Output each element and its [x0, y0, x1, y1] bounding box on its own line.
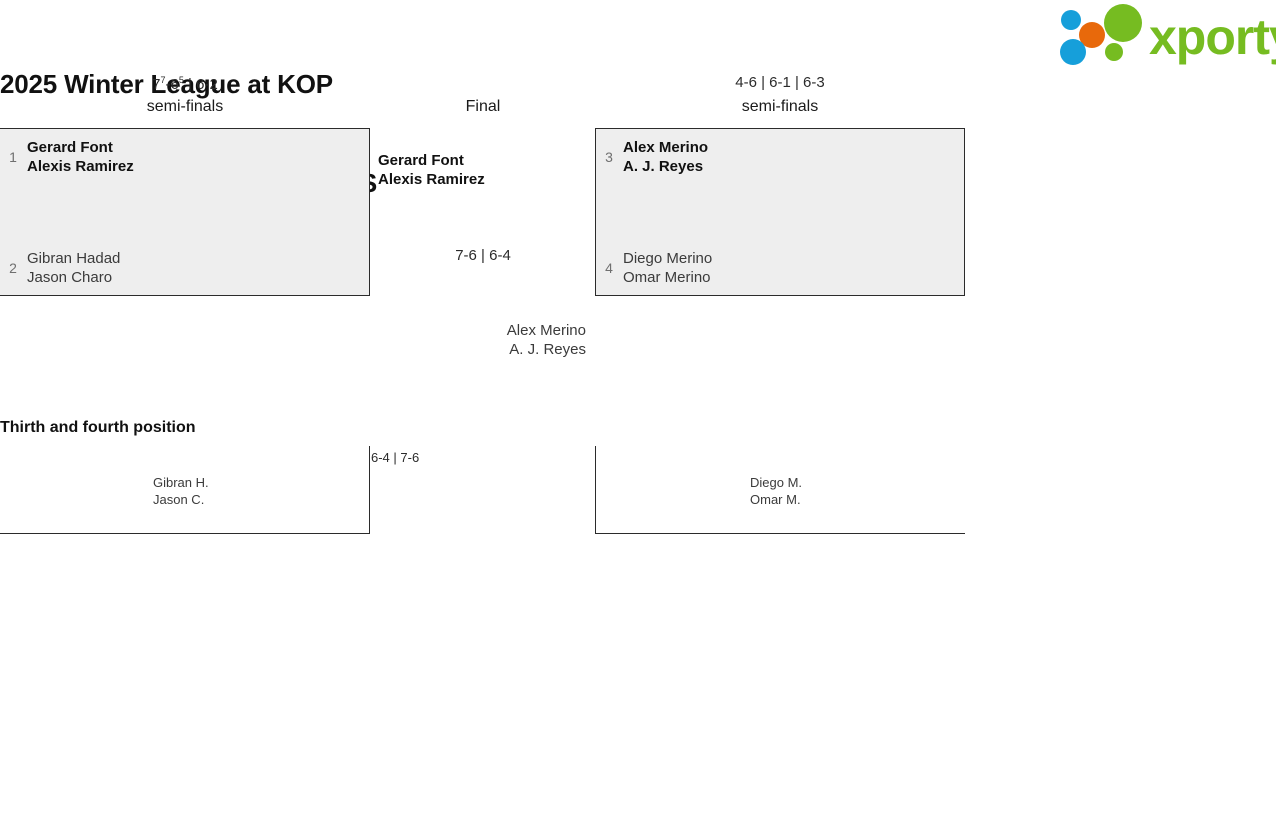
player-name: Alexis Ramirez [27, 158, 134, 175]
team-semifinal-right-loser[interactable]: 4 Diego Merino Omar Merino [604, 249, 712, 287]
seed-number: 1 [9, 149, 17, 165]
player-name: Jason C. [153, 492, 205, 507]
seed-number: 4 [605, 260, 613, 276]
round-header-final: Final [465, 98, 501, 115]
score-semifinal-left: 77-65 | 6-2 [0, 76, 370, 94]
third-place-section-title: Thirth and fourth position [0, 419, 196, 436]
score-set1-tiebreak-winner: 7 [160, 75, 166, 85]
match-semifinal-right[interactable]: 3 Alex Merino A. J. Reyes 4 Diego Merino… [595, 128, 965, 296]
score-set1-tiebreak-loser: 5 [178, 75, 184, 85]
team-final-runnerup[interactable]: Alex Merino A. J. Reyes [386, 321, 586, 359]
round-header-semifinal-left: semi-finals [146, 98, 224, 115]
team-names: Alex Merino A. J. Reyes [623, 138, 708, 176]
seed-number: 3 [605, 149, 613, 165]
team-names: Gerard Font Alexis Ramirez [27, 138, 134, 176]
team-third-place-left[interactable]: Gibran H. Jason C. [153, 474, 209, 508]
team-names: Diego Merino Omar Merino [623, 249, 712, 287]
score-third-place: 6-4 | 7-6 [371, 450, 420, 465]
tournament-name: 2025 Winter League at KOP [0, 69, 333, 99]
player-name: Alexis Ramirez [378, 171, 485, 188]
player-name: Gibran Hadad [27, 250, 121, 267]
logo-wordmark: xporty [1149, 9, 1276, 65]
team-final-winner[interactable]: Gerard Font Alexis Ramirez [378, 151, 485, 189]
team-third-place-right[interactable]: Diego M. Omar M. [750, 474, 802, 508]
player-name: Omar M. [750, 492, 801, 507]
seed-number: 2 [9, 260, 17, 276]
match-semifinal-left[interactable]: 1 Gerard Font Alexis Ramirez 2 Gibran Ha… [0, 128, 370, 296]
team-semifinal-left-winner[interactable]: 1 Gerard Font Alexis Ramirez [8, 138, 134, 176]
logo-dot-blue-small [1061, 10, 1081, 30]
score-final: 7-6 | 6-4 [455, 247, 511, 264]
player-name: Jason Charo [27, 269, 113, 286]
logo-dot-green-large [1104, 4, 1142, 42]
team-semifinal-left-loser[interactable]: 2 Gibran Hadad Jason Charo [8, 249, 120, 287]
player-name: Omar Merino [623, 269, 711, 286]
score-set1-games: 7 [152, 76, 161, 93]
score-set1-opponent: -6 [165, 76, 179, 93]
player-name: A. J. Reyes [623, 158, 704, 175]
player-name: Gerard Font [378, 152, 464, 169]
logo-dot-blue-large [1060, 39, 1086, 65]
score-remaining-sets: | 6-2 [183, 76, 218, 93]
xporty-logo[interactable]: xporty [1052, 4, 1276, 68]
player-name: Gerard Font [27, 139, 113, 156]
player-name: A. J. Reyes [509, 341, 586, 358]
player-name: Diego M. [750, 475, 803, 490]
team-names: Gibran Hadad Jason Charo [27, 249, 120, 287]
score-semifinal-right: 4-6 | 6-1 | 6-3 [735, 74, 825, 91]
player-name: Gibran H. [153, 475, 209, 490]
player-name: Alex Merino [623, 139, 709, 156]
third-place-bracket-right [595, 446, 965, 534]
logo-dot-green-small [1105, 43, 1123, 61]
player-name: Diego Merino [623, 250, 713, 267]
third-place-bracket-left [0, 446, 370, 534]
logo-dot-orange [1079, 22, 1105, 48]
team-semifinal-right-winner[interactable]: 3 Alex Merino A. J. Reyes [604, 138, 708, 176]
player-name: Alex Merino [506, 322, 586, 339]
round-header-semifinal-right: semi-finals [741, 98, 819, 115]
